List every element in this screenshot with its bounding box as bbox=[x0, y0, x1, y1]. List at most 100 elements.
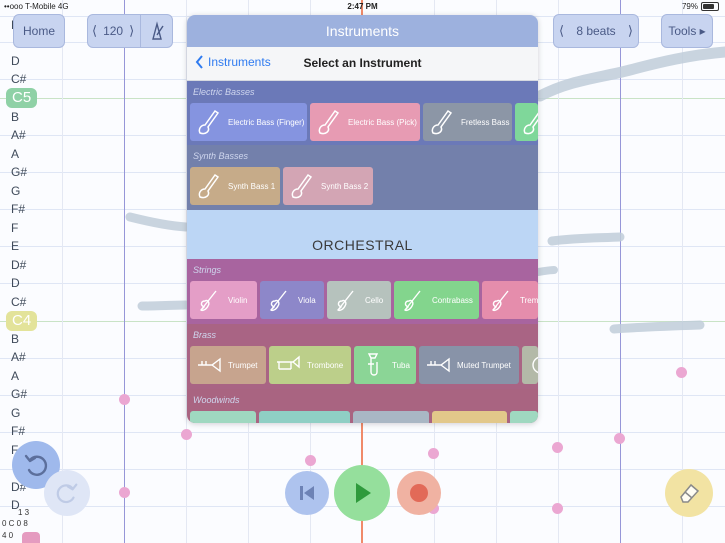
instrument-tile-trombone[interactable]: Trombone bbox=[269, 346, 351, 384]
beats-increase-icon[interactable]: ⟩ bbox=[627, 23, 633, 38]
instrument-label: Viola bbox=[298, 295, 316, 305]
instrument-tile-tremolo[interactable]: Trem bbox=[482, 281, 538, 319]
grid-column bbox=[558, 0, 559, 543]
violin-icon bbox=[200, 290, 217, 312]
contrabass-icon bbox=[404, 290, 421, 312]
section-brass: Brass Trumpet Trombone Tuba Muted Trumpe… bbox=[187, 324, 538, 389]
instrument-tile-partial[interactable] bbox=[515, 103, 538, 141]
metronome-icon[interactable] bbox=[148, 21, 166, 41]
octave-badge-c4: C4 bbox=[6, 311, 38, 331]
instrument-tile-partial[interactable] bbox=[522, 346, 538, 384]
tile-row: Synth Bass 1 Synth Bass 2 bbox=[187, 167, 538, 207]
instrument-tile-electric-bass-pick[interactable]: Electric Bass (Pick) bbox=[310, 103, 420, 141]
note-label: A# bbox=[11, 350, 26, 364]
instrument-tile-tuba[interactable]: Tuba bbox=[354, 346, 416, 384]
instrument-tile-viola[interactable]: Viola bbox=[260, 281, 324, 319]
octave-badge-c5: C5 bbox=[6, 88, 38, 108]
chevron-left-icon bbox=[195, 55, 203, 69]
section-label: Woodwinds bbox=[193, 395, 240, 405]
instrument-tile-synth-bass-2[interactable]: Synth Bass 2 bbox=[283, 167, 373, 205]
instrument-tile-contrabass[interactable]: Contrabass bbox=[394, 281, 479, 319]
note-label: G# bbox=[11, 387, 28, 401]
note-dot[interactable] bbox=[181, 429, 192, 440]
instrument-tile-woodwind[interactable] bbox=[432, 411, 507, 423]
tile-row: Violin Viola Cello Contrabass Trem bbox=[187, 281, 538, 321]
instrument-tile-synth-bass-1[interactable]: Synth Bass 1 bbox=[190, 167, 280, 205]
undo-button[interactable] bbox=[12, 441, 60, 489]
note-label: F bbox=[11, 221, 19, 235]
instrument-label: Cello bbox=[365, 295, 384, 305]
eraser-button[interactable] bbox=[665, 469, 713, 517]
note-label: G# bbox=[11, 165, 28, 179]
note-dot[interactable] bbox=[676, 367, 687, 378]
back-button[interactable]: Instruments bbox=[195, 55, 271, 69]
bass-guitar-icon bbox=[431, 109, 453, 135]
play-icon bbox=[356, 483, 371, 503]
popover-title: Instruments bbox=[187, 15, 538, 47]
note-dot[interactable] bbox=[552, 442, 563, 453]
bass-guitar-icon bbox=[198, 173, 220, 199]
battery-status: 79% bbox=[682, 2, 719, 11]
note-label: F# bbox=[11, 424, 26, 438]
note-label: G bbox=[11, 406, 21, 420]
section-label: Brass bbox=[193, 330, 217, 340]
nav-title: Select an Instrument bbox=[303, 56, 422, 70]
tempo-increase-icon[interactable]: ⟩ bbox=[129, 23, 135, 38]
bass-guitar-icon bbox=[523, 112, 538, 135]
instrument-tile-violin[interactable]: Violin bbox=[190, 281, 257, 319]
play-button[interactable] bbox=[334, 465, 390, 521]
instrument-label: Synth Bass 1 bbox=[228, 181, 276, 191]
note-dot[interactable] bbox=[119, 487, 130, 498]
tools-button[interactable]: Tools ▸ bbox=[661, 14, 713, 48]
beat-line bbox=[620, 0, 621, 543]
note-dot[interactable] bbox=[614, 433, 625, 444]
octave-badge-partial bbox=[22, 532, 40, 543]
trombone-icon bbox=[277, 355, 300, 370]
debug-text: 0 C 0 8 bbox=[2, 519, 28, 528]
redo-button[interactable] bbox=[44, 470, 90, 516]
tile-row: Electric Bass (Finger) Electric Bass (Pi… bbox=[187, 103, 538, 143]
tempo-decrease-icon[interactable]: ⟨ bbox=[92, 23, 98, 38]
instrument-label: Electric Bass (Finger) bbox=[228, 117, 305, 127]
grid-column bbox=[186, 0, 187, 543]
instrument-tile-woodwind[interactable] bbox=[190, 411, 256, 423]
instrument-label: Muted Trumpet bbox=[457, 360, 511, 370]
note-dot[interactable] bbox=[552, 503, 563, 514]
instrument-label: Trumpet bbox=[228, 360, 258, 370]
instrument-tile-electric-bass-finger[interactable]: Electric Bass (Finger) bbox=[190, 103, 307, 141]
tempo-control: ⟨ 120 ⟩ bbox=[87, 14, 173, 48]
grid-column bbox=[62, 0, 63, 543]
beats-decrease-icon[interactable]: ⟨ bbox=[559, 23, 565, 38]
bass-guitar-icon bbox=[291, 173, 313, 199]
instrument-tile-woodwind[interactable] bbox=[510, 411, 538, 423]
instrument-tile-fretless-bass[interactable]: Fretless Bass bbox=[423, 103, 512, 141]
note-dot[interactable] bbox=[119, 394, 130, 405]
debug-text: 4 0 bbox=[2, 531, 14, 540]
note-label: A# bbox=[11, 128, 26, 142]
home-button[interactable]: Home bbox=[13, 14, 65, 48]
note-label: G bbox=[11, 184, 21, 198]
note-label: F bbox=[11, 443, 19, 457]
section-label: Strings bbox=[193, 265, 222, 275]
bass-guitar-icon bbox=[198, 109, 220, 135]
rewind-button[interactable] bbox=[285, 471, 329, 515]
tempo-value: 120 bbox=[103, 24, 124, 38]
instrument-label: Contrabass bbox=[432, 295, 473, 305]
eraser-icon bbox=[680, 483, 700, 503]
note-label: D bbox=[11, 498, 20, 512]
note-label: E bbox=[11, 239, 20, 253]
beats-control: ⟨ 8 beats ⟩ bbox=[553, 14, 639, 48]
instrument-tile-muted-trumpet[interactable]: Muted Trumpet bbox=[419, 346, 519, 384]
instrument-tile-woodwind[interactable] bbox=[259, 411, 350, 423]
instrument-tile-woodwind[interactable] bbox=[353, 411, 429, 423]
undo-icon bbox=[24, 454, 48, 476]
section-strings: Strings Violin Viola Cello Contrabass bbox=[187, 259, 538, 324]
instrument-tile-cello[interactable]: Cello bbox=[327, 281, 391, 319]
note-dot[interactable] bbox=[428, 448, 439, 459]
record-button[interactable] bbox=[397, 471, 441, 515]
instrument-tile-trumpet[interactable]: Trumpet bbox=[190, 346, 266, 384]
note-dot[interactable] bbox=[305, 455, 316, 466]
cello-icon bbox=[337, 290, 354, 312]
beats-label: 8 beats bbox=[576, 24, 616, 38]
